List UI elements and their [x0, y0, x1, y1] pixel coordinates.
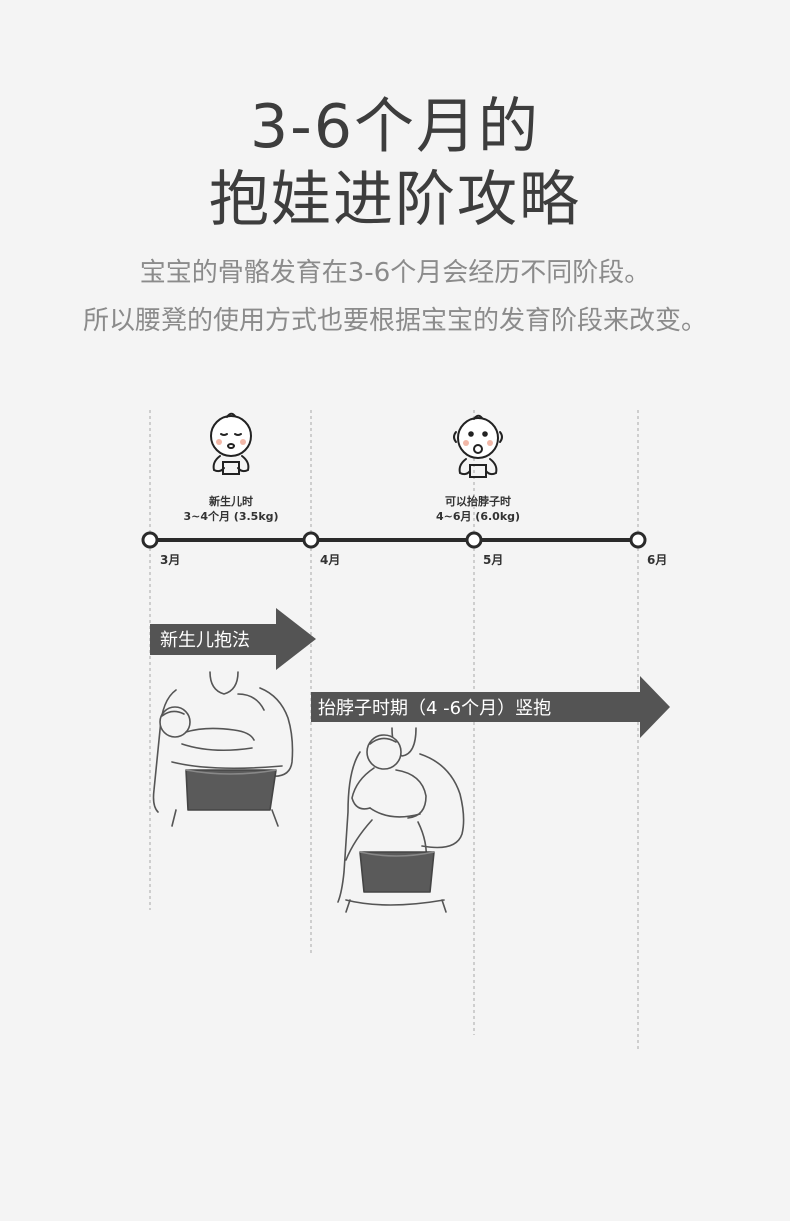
pacifier-baby-icon: [453, 414, 503, 478]
sleeping-baby-icon: [210, 412, 252, 475]
page-title-line-1: 3-6个月的: [250, 92, 540, 162]
newborn-arrow: [150, 608, 316, 670]
stage2-title: 可以抬脖子时: [445, 494, 511, 508]
timeline-node-4: [302, 531, 320, 549]
newborn-hold-illustration: [152, 671, 294, 827]
stage2-detail: 4~6月 (6.0kg): [436, 510, 520, 523]
description-line-2: 所以腰凳的使用方式也要根据宝宝的发育阶段来改变。: [82, 306, 707, 336]
upright-arrow-label: 抬脖子时期（4 -6个月）竖抱: [318, 698, 551, 719]
guide-lines: [149, 410, 639, 1050]
timeline-node-6: [629, 531, 647, 549]
newborn-arrow-label: 新生儿抱法: [160, 630, 250, 651]
page-title-line-2: 抱娃进阶攻略: [209, 165, 581, 235]
description-line-1: 宝宝的骨骼发育在3-6个月会经历不同阶段。: [139, 258, 651, 288]
timeline-node-5: [465, 531, 483, 549]
month-label-4: 4月: [320, 553, 340, 567]
month-label-6: 6月: [647, 553, 667, 567]
timeline-node-3: [141, 531, 159, 549]
month-label-5: 5月: [483, 553, 503, 567]
month-label-3: 3月: [160, 553, 180, 567]
stage1-detail: 3~4个月 (3.5kg): [183, 509, 278, 523]
upright-hold-illustration: [337, 727, 465, 913]
upright-arrow: [311, 676, 670, 738]
growth-timeline-diagram: 新生儿时 3~4个月 (3.5kg) 可以抬脖子时 4~6月 (6.0kg) 3…: [141, 410, 670, 1050]
stage1-title: 新生儿时: [209, 494, 253, 508]
timeline-nodes: [141, 531, 647, 549]
